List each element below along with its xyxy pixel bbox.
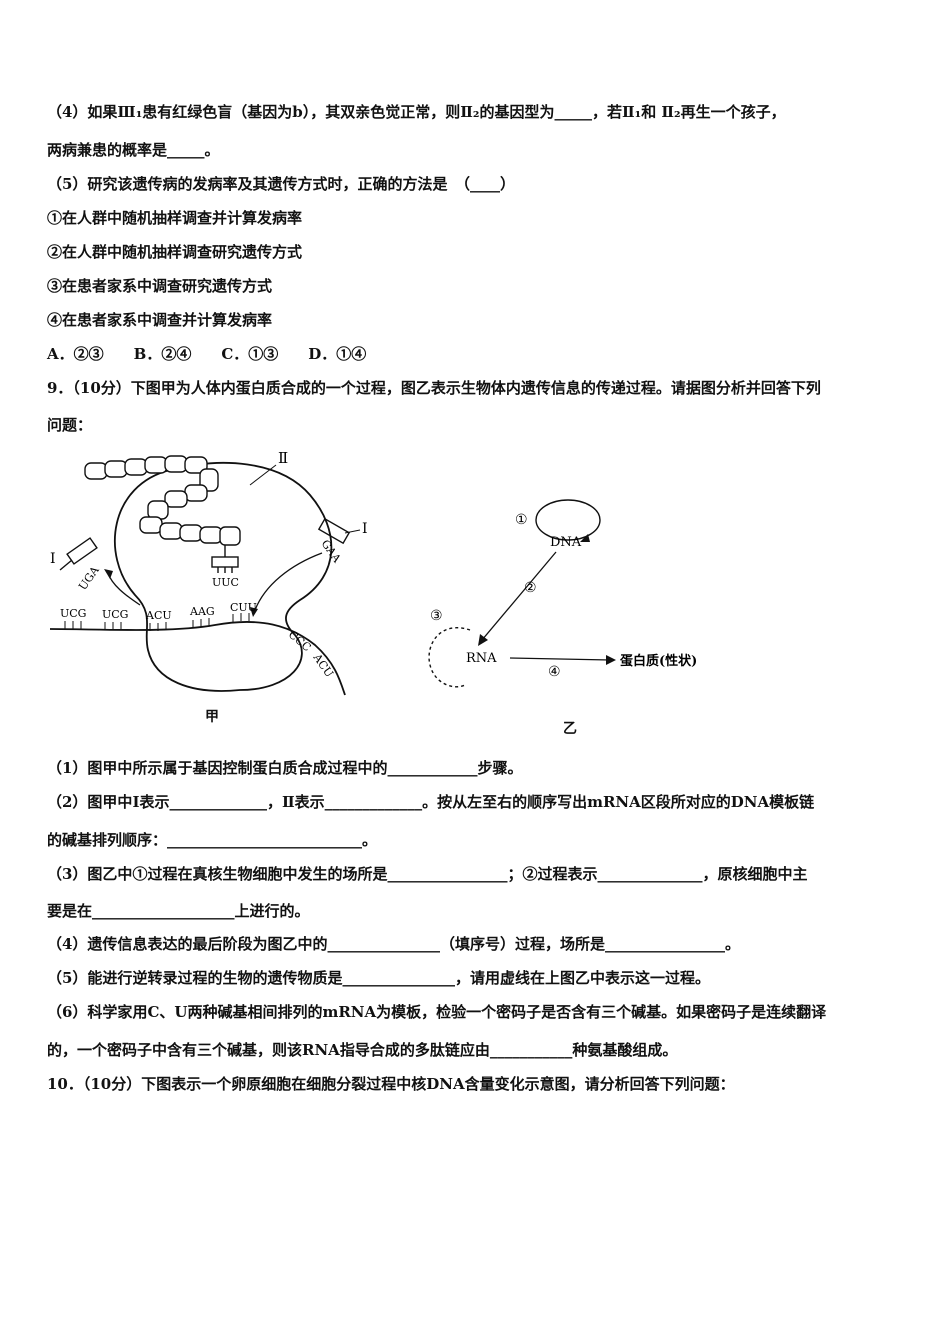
anticodon-center: UUC <box>212 576 239 589</box>
q9-sub5: （5）能进行逆转录过程的生物的遗传物质是_______________，请用虚线… <box>47 969 710 987</box>
q9-sub6-line2: 的，一个密码子中含有三个碱基，则该RNA指导合成的多肽链应由__________… <box>47 1041 678 1059</box>
translation-arrow <box>509 657 611 661</box>
translation-arrowhead <box>606 655 616 665</box>
num-1: ① <box>515 512 528 528</box>
trna-center <box>211 545 239 573</box>
trna-left <box>59 537 98 571</box>
label-II: Ⅱ <box>278 449 288 467</box>
transcription-arrowhead <box>478 634 488 646</box>
anticodon-left: UGA <box>76 563 102 593</box>
q8-option-1: ①在人群中随机抽样调查并计算发病率 <box>47 209 303 227</box>
label-II-pointer <box>249 464 277 486</box>
codon-3: ACU <box>145 609 172 622</box>
codon-1: UCG <box>60 607 86 620</box>
num-2: ② <box>524 580 537 596</box>
q9-sub3-line2: 要是在___________________上进行的。 <box>47 902 310 920</box>
num-4: ④ <box>548 664 561 680</box>
q8-choices: A．②③ B．②④ C．①③ D．①④ <box>47 345 367 363</box>
label-I-right-pointer <box>344 529 361 534</box>
polypeptide-chain <box>84 455 241 546</box>
arrow-right-head <box>250 607 258 617</box>
figure-jia: UUC Ⅱ I UGA I GAA UCG UCG ACU AAG CUU CC… <box>49 449 368 696</box>
trna-right <box>317 517 351 545</box>
protein-label: 蛋白质(性状) <box>620 653 697 669</box>
q8-option-3: ③在患者家系中调查研究遗传方式 <box>47 277 273 295</box>
rna-replication-loop <box>428 627 471 688</box>
codon-6: CCC <box>286 628 314 654</box>
q9-stem-line1: 9．（10分）下图甲为人体内蛋白质合成的一个过程，图乙表示生物体内遗传信息的传递… <box>47 379 821 397</box>
q9-sub1: （1）图甲中所示属于基因控制蛋白质合成过程中的____________步骤。 <box>47 759 523 777</box>
q9-sub2-line2: 的碱基排列顺序：__________________________。 <box>47 831 378 849</box>
label-I-right: I <box>362 521 368 537</box>
q8-part4-line1: （4）如果Ⅲ₁患有红绿色盲（基因为b），其双亲色觉正常，则Ⅱ₂的基因型为____… <box>47 103 786 121</box>
caption-jia: 甲 <box>205 709 219 725</box>
dna-replication-loop <box>535 499 601 541</box>
caption-yi: 乙 <box>563 721 577 737</box>
q8-part4-line2: 两病兼患的概率是_____。 <box>47 141 220 159</box>
q8-option-4: ④在患者家系中调查并计算发病率 <box>47 311 273 329</box>
codon-2: UCG <box>102 608 128 621</box>
q9-sub2-line1: （2）图甲中Ⅰ表示_____________，Ⅱ表示_____________。… <box>47 793 815 811</box>
dna-label: DNA <box>550 535 582 550</box>
transcription-arrow <box>481 551 557 641</box>
mrna-codons: UCG UCG ACU AAG CUU CCC ACU <box>60 601 336 680</box>
arrow-right <box>254 552 323 611</box>
dna-loop-arrowhead <box>580 534 590 542</box>
figure-yi: DNA ① ② ③ RNA ④ 蛋白质(性状) <box>428 499 697 688</box>
q9-sub4: （4）遗传信息表达的最后阶段为图乙中的_______________（填序号）过… <box>47 935 740 953</box>
q8-part5: （5）研究该遗传病的发病率及其遗传方式时，正确的方法是 （____） <box>47 175 515 193</box>
label-I-left: I <box>50 551 56 567</box>
q9-sub6-line1: （6）科学家用C、U两种碱基相间排列的mRNA为模板，检验一个密码子是否含有三个… <box>47 1003 827 1021</box>
q9-sub3-line1: （3）图乙中①过程在真核生物细胞中发生的场所是________________；… <box>47 865 808 883</box>
codon-7: ACU <box>310 651 336 680</box>
mrna-teeth <box>64 613 250 631</box>
q9-stem-line2: 问题： <box>47 416 93 434</box>
num-3: ③ <box>430 608 443 624</box>
q8-option-2: ②在人群中随机抽样调查研究遗传方式 <box>47 243 303 261</box>
rna-label: RNA <box>466 651 497 666</box>
mrna-strand <box>49 621 346 696</box>
arrow-left-head <box>104 569 113 579</box>
q10-stem: 10．（10分）下图表示一个卵原细胞在细胞分裂过程中核DNA含量变化示意图，请分… <box>47 1075 735 1093</box>
codon-4: AAG <box>189 605 215 618</box>
codon-5: CUU <box>230 601 257 614</box>
